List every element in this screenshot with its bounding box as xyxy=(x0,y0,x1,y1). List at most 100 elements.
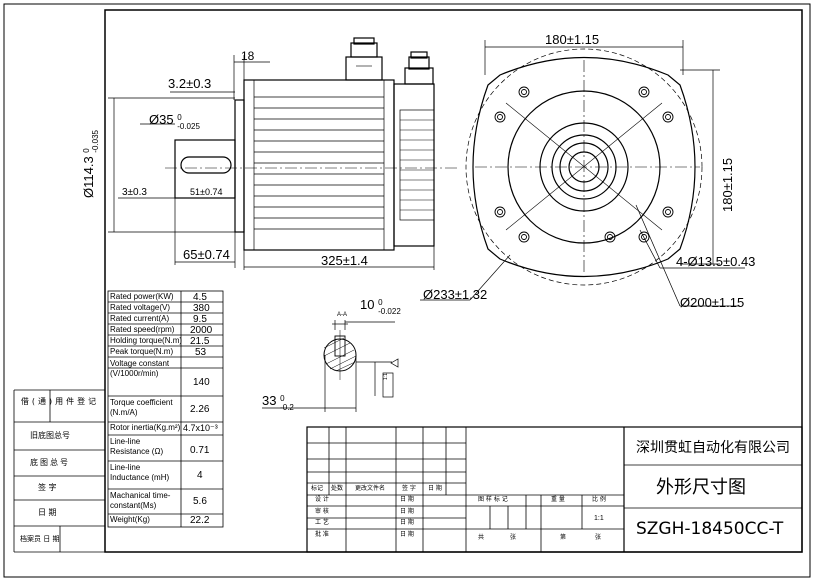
spec-value: 4.5 xyxy=(193,292,207,303)
dim-bolt-holes: 4-Ø13.5±0.43 xyxy=(676,254,756,269)
margin-drawing-no: 底图总号 xyxy=(30,458,70,467)
tb-header-sign: 签 字 xyxy=(402,485,416,492)
motor-body xyxy=(243,79,395,251)
tb-sheets: 张 xyxy=(510,534,517,541)
section-scale: 1:1 xyxy=(383,373,389,380)
motor-front-view xyxy=(465,48,703,286)
tb-date-approve: 日 期 xyxy=(400,531,414,538)
spec-label: Rated voltage(V) xyxy=(110,303,171,312)
spec-label: Rated power(KW) xyxy=(110,292,174,301)
tb-date-process: 日 期 xyxy=(400,519,414,526)
dim-key-width-base: 10 xyxy=(360,297,375,312)
dim-shaft-dia: Ø35 0-0.025 xyxy=(149,113,200,131)
dim-key-width-tol-lower: -0.022 xyxy=(378,307,401,316)
shaft-keyway xyxy=(180,156,232,174)
tb-header-change-doc: 更改文件名 xyxy=(355,485,386,492)
tb-approve: 批 准 xyxy=(315,531,329,538)
spec-value: 21.5 xyxy=(190,336,210,347)
dim-key-depth-base: 33 xyxy=(262,393,277,408)
spec-value: 2.26 xyxy=(190,404,210,415)
front-flange xyxy=(472,56,696,278)
spec-value: 4 xyxy=(197,470,203,481)
front-view-dimensions xyxy=(420,40,745,307)
dim-key-depth-tol-upper: 0 xyxy=(280,394,285,403)
tb-page-sheet: 张 xyxy=(595,534,602,541)
spec-value: 5.6 xyxy=(193,496,207,507)
dim-flange-thickness: 18 xyxy=(241,49,255,63)
spec-label: Weight(Kg) xyxy=(110,515,150,524)
spec-value: 0.71 xyxy=(190,445,210,456)
dim-key-length: 51±0.74 xyxy=(190,187,223,197)
spec-label: Rated current(A) xyxy=(110,314,170,323)
spec-label: Machanical time-constant(Ms) xyxy=(110,491,171,510)
spec-label: Torque coefficient (N.m/A) xyxy=(110,398,173,417)
company-name: 深圳贯虹自动化有限公司 xyxy=(636,440,790,456)
spec-value: 9.5 xyxy=(193,314,207,325)
drawing-title: 外形尺寸图 xyxy=(656,477,746,498)
tb-scale-label: 比 例 xyxy=(592,496,606,503)
tb-design: 设 计 xyxy=(315,496,329,503)
dim-body-length: 325±1.4 xyxy=(321,253,368,268)
tb-process: 工 艺 xyxy=(315,519,329,526)
tb-header-mark: 标记 xyxy=(311,485,324,492)
dim-key-depth: 33 0-0.2 xyxy=(262,394,294,412)
model-number: SZGH-18450CC-T xyxy=(636,519,784,539)
spec-label: Line-line Inductance (mH) xyxy=(110,463,170,482)
tb-scale-value: 1:1 xyxy=(594,515,604,522)
tb-stage-mark: 图 样 标 记 xyxy=(478,496,508,503)
spec-label: Voltage constant (V/1000r/min) xyxy=(110,359,170,378)
title-block-grid xyxy=(306,426,803,553)
tb-header-count: 处数 xyxy=(331,485,344,492)
key-section-view xyxy=(262,320,399,412)
section-mark: A-A xyxy=(337,312,348,318)
left-margin-strip xyxy=(13,389,105,553)
margin-borrow-register: 借(通)用件登记 xyxy=(20,397,100,406)
dim-flange-width: 180±1.15 xyxy=(545,32,600,47)
dim-outer-circle: Ø233±1.32 xyxy=(423,287,488,302)
spec-label: Peak torque(N.m) xyxy=(110,347,174,356)
motor-side-view xyxy=(165,37,460,251)
spec-value: 4.7x10⁻³ xyxy=(183,423,218,433)
dim-shaft-length: 65±0.74 xyxy=(183,247,230,262)
dim-pilot-dia-base: Ø114.3 xyxy=(81,156,96,198)
dim-pilot-dia-tol-lower: -0.035 xyxy=(91,130,100,153)
outer-frame xyxy=(3,3,811,578)
dim-shaft-dia-tol-lower: -0.025 xyxy=(177,122,200,131)
tb-header-date: 日 期 xyxy=(428,485,442,492)
tb-review: 审 核 xyxy=(315,508,329,515)
dim-key-offset: 3±0.3 xyxy=(122,187,147,198)
dim-bolt-circle: Ø200±1.15 xyxy=(680,295,745,310)
margin-signature: 签 字 xyxy=(38,483,57,492)
spec-value: 22.2 xyxy=(190,515,210,526)
spec-value: 140 xyxy=(193,377,210,388)
inner-frame xyxy=(104,9,803,553)
tb-total: 共 xyxy=(478,534,485,541)
margin-archivist: 档案员 日 期 xyxy=(20,535,60,543)
outer-circle xyxy=(465,48,703,286)
dim-key-depth-tol-lower: -0.2 xyxy=(280,403,294,412)
spec-label: Line-line Resistance (Ω) xyxy=(110,437,164,456)
tb-weight: 重 量 xyxy=(551,496,565,503)
dim-key-width: 10 0-0.022 xyxy=(360,298,401,316)
dim-key-width-tol-upper: 0 xyxy=(378,298,383,307)
spec-label: Rotor inertia(Kg.m²) xyxy=(110,423,181,432)
margin-date: 日 期 xyxy=(38,508,57,517)
dim-pilot-dia-tol-upper: 0 xyxy=(82,148,91,153)
tb-page: 第 xyxy=(560,534,567,541)
spec-value: 53 xyxy=(195,347,207,358)
spec-value: 2000 xyxy=(190,325,213,336)
tb-date-review: 日 期 xyxy=(400,508,414,515)
specs-table-grid xyxy=(107,290,224,528)
dim-shoulder: 3.2±0.3 xyxy=(168,76,212,91)
dim-pilot-dia: Ø114.3 0-0.035 xyxy=(81,130,100,198)
dim-shaft-dia-tol-upper: 0 xyxy=(177,113,182,122)
spec-value: 380 xyxy=(193,303,210,314)
margin-old-drawing-no: 旧底图总号 xyxy=(30,431,70,440)
power-connector xyxy=(345,56,383,81)
encoder-connector xyxy=(404,67,434,85)
dim-flange-height: 180±1.15 xyxy=(720,157,735,212)
spec-label: Holding torque(N.m) xyxy=(110,336,183,345)
dim-shaft-dia-base: Ø35 xyxy=(149,112,174,127)
tb-date-design: 日 期 xyxy=(400,496,414,503)
